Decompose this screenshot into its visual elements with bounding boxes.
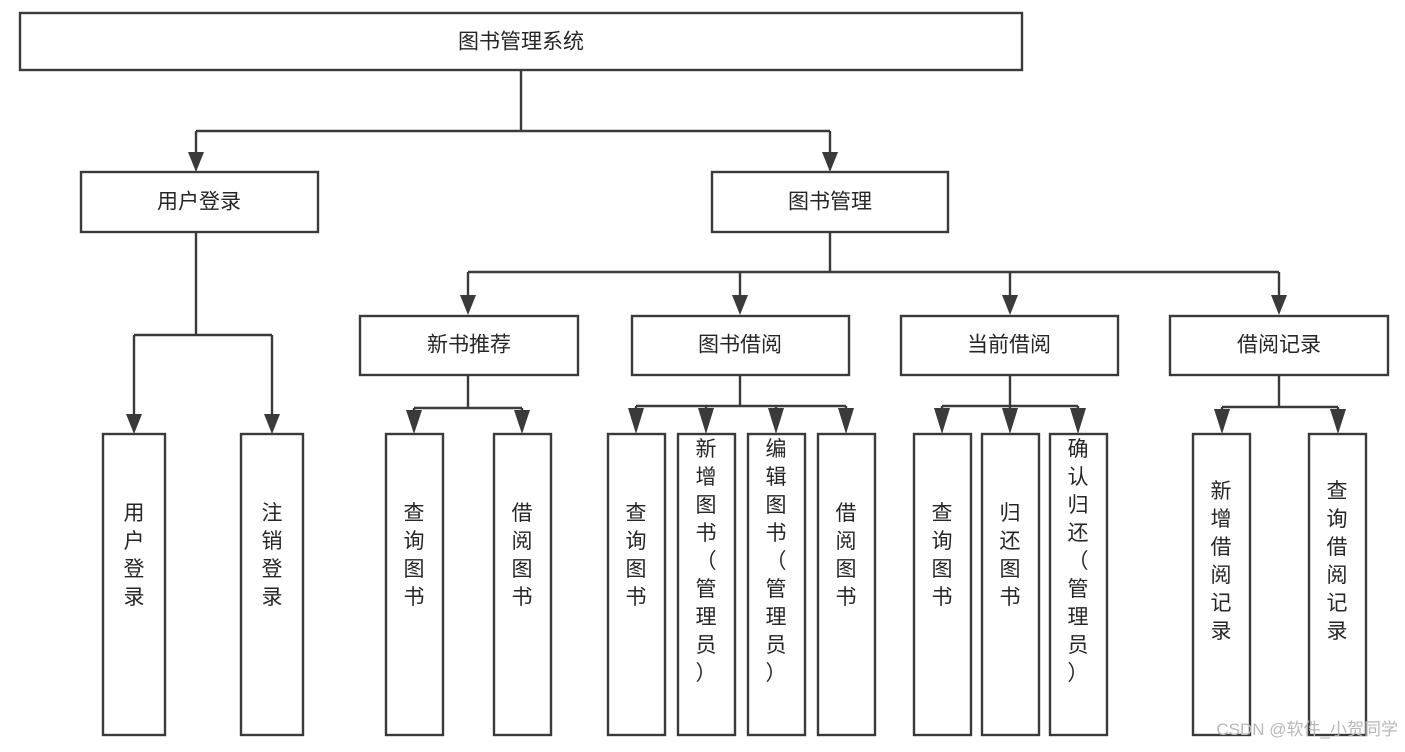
node-book-management-label: 图书管理 bbox=[788, 191, 872, 214]
node-current-borrow[interactable]: 当前借阅 bbox=[899, 314, 1120, 377]
arrowhead-record-leaf-1 bbox=[1214, 409, 1230, 434]
node-current-borrow-label: 当前借阅 bbox=[967, 334, 1051, 357]
node-leaf-query-book-1-box bbox=[384, 432, 445, 737]
node-leaf-logout-login-box bbox=[239, 432, 305, 737]
connector-book-borrow-bus bbox=[634, 375, 848, 412]
node-root-label: 图书管理系统 bbox=[458, 31, 584, 54]
node-leaf-borrow-book-1-box bbox=[492, 432, 553, 737]
node-leaf-user-login-box bbox=[101, 432, 167, 737]
node-leaf-add-book[interactable]: 新增图书（管理员） bbox=[676, 432, 737, 737]
node-leaf-borrow-book-2-label: 借阅图书 bbox=[836, 502, 857, 609]
node-leaf-query-book-2-box bbox=[606, 432, 667, 737]
node-leaf-add-book-box bbox=[676, 432, 737, 737]
node-leaf-user-login-label: 用户登录 bbox=[124, 502, 145, 609]
node-leaf-add-record-box bbox=[1191, 432, 1252, 737]
node-leaf-logout-login-label: 注销登录 bbox=[262, 502, 283, 609]
arrowhead-recommend-leaf-1 bbox=[406, 410, 422, 434]
arrowhead-borrow-leaf-3 bbox=[768, 408, 784, 434]
arrowhead-borrow-leaf-1 bbox=[628, 408, 644, 434]
arrowhead-to-new-book-recommend bbox=[460, 295, 476, 315]
node-book-borrow-label: 图书借阅 bbox=[698, 334, 782, 357]
node-leaf-borrow-book-2[interactable]: 借阅图书 bbox=[816, 432, 877, 737]
node-leaf-add-record-label: 新增借阅记录 bbox=[1211, 480, 1232, 643]
node-leaf-edit-book-box bbox=[746, 432, 807, 737]
arrowhead-recommend-leaf-2 bbox=[514, 410, 530, 434]
node-leaf-return-book-label: 归还图书 bbox=[1000, 502, 1021, 609]
node-leaf-return-book[interactable]: 归还图书 bbox=[980, 432, 1041, 737]
node-book-management-box bbox=[710, 170, 950, 234]
arrowhead-borrow-leaf-2 bbox=[698, 408, 714, 434]
node-leaf-add-book-label: 新增图书（管理员） bbox=[696, 438, 717, 685]
node-root-box bbox=[18, 11, 1024, 72]
arrowhead-user-login-leaf-2 bbox=[264, 414, 280, 434]
node-book-borrow-box bbox=[630, 314, 851, 377]
node-leaf-borrow-book-2-box bbox=[816, 432, 877, 737]
connector-borrow-record-bus bbox=[1220, 375, 1340, 412]
node-leaf-query-book-1-label: 查询图书 bbox=[404, 502, 425, 609]
node-leaf-edit-book-label: 编辑图书（管理员） bbox=[766, 438, 787, 685]
connector-new-book-recommend-bus bbox=[412, 375, 524, 414]
node-leaf-query-book-3-label: 查询图书 bbox=[932, 502, 953, 609]
node-leaf-query-book-3-box bbox=[912, 432, 973, 737]
arrowhead-current-leaf-1 bbox=[934, 408, 950, 434]
node-leaf-add-record[interactable]: 新增借阅记录 bbox=[1191, 432, 1252, 737]
node-user-login-box bbox=[79, 170, 320, 234]
node-leaf-return-book-box bbox=[980, 432, 1041, 737]
arrowhead-current-leaf-3 bbox=[1070, 408, 1086, 434]
node-borrow-record[interactable]: 借阅记录 bbox=[1168, 314, 1390, 377]
node-borrow-record-box bbox=[1168, 314, 1390, 377]
node-new-book-recommend-box bbox=[358, 314, 580, 377]
node-leaf-query-book-1[interactable]: 查询图书 bbox=[384, 432, 445, 737]
node-book-borrow[interactable]: 图书借阅 bbox=[630, 314, 851, 377]
arrowhead-to-book-management bbox=[822, 152, 838, 172]
node-root[interactable]: 图书管理系统 bbox=[18, 11, 1024, 72]
node-new-book-recommend-label: 新书推荐 bbox=[427, 334, 511, 357]
node-new-book-recommend[interactable]: 新书推荐 bbox=[358, 314, 580, 377]
arrowhead-to-borrow-record bbox=[1271, 295, 1287, 315]
node-leaf-query-record[interactable]: 查询借阅记录 bbox=[1307, 432, 1368, 737]
arrowhead-borrow-leaf-4 bbox=[838, 408, 854, 434]
arrowhead-to-current-borrow bbox=[1002, 295, 1018, 315]
node-leaf-confirm-return-box bbox=[1048, 432, 1109, 737]
node-leaf-confirm-return-label: 确认归还（管理员） bbox=[1068, 438, 1089, 685]
node-leaf-query-book-2[interactable]: 查询图书 bbox=[606, 432, 667, 737]
node-leaf-confirm-return[interactable]: 确认归还（管理员） bbox=[1048, 432, 1109, 737]
connector-root-to-level2-bus bbox=[194, 70, 832, 152]
arrowhead-record-leaf-2 bbox=[1330, 409, 1346, 434]
node-leaf-borrow-book-1[interactable]: 借阅图书 bbox=[492, 432, 553, 737]
node-user-login[interactable]: 用户登录 bbox=[79, 170, 320, 234]
node-leaf-logout-login[interactable]: 注销登录 bbox=[239, 432, 305, 737]
node-borrow-record-label: 借阅记录 bbox=[1237, 334, 1321, 357]
node-leaf-query-book-3[interactable]: 查询图书 bbox=[912, 432, 973, 737]
node-user-login-label: 用户登录 bbox=[157, 191, 241, 214]
node-current-borrow-box bbox=[899, 314, 1120, 377]
node-leaf-query-record-box bbox=[1307, 432, 1368, 737]
node-leaf-user-login[interactable]: 用户登录 bbox=[101, 432, 167, 737]
connector-layer bbox=[126, 70, 1346, 434]
node-book-management[interactable]: 图书管理 bbox=[710, 170, 950, 234]
connector-current-borrow-bus bbox=[940, 375, 1080, 412]
node-leaf-query-book-2-label: 查询图书 bbox=[626, 502, 647, 609]
node-leaf-edit-book[interactable]: 编辑图书（管理员） bbox=[746, 432, 807, 737]
arrowhead-user-login-leaf-1 bbox=[126, 414, 142, 434]
connector-book-management-bus bbox=[466, 232, 1281, 295]
arrowhead-to-book-borrow bbox=[732, 295, 748, 315]
watermark-label: CSDN @软件_小贺同学 bbox=[1216, 720, 1398, 739]
arrowhead-to-user-login bbox=[188, 152, 204, 172]
connector-user-login-bus bbox=[132, 232, 274, 414]
node-leaf-query-record-label: 查询借阅记录 bbox=[1327, 480, 1348, 643]
arrowhead-current-leaf-2 bbox=[1002, 408, 1018, 434]
node-leaf-borrow-book-1-label: 借阅图书 bbox=[512, 502, 533, 609]
